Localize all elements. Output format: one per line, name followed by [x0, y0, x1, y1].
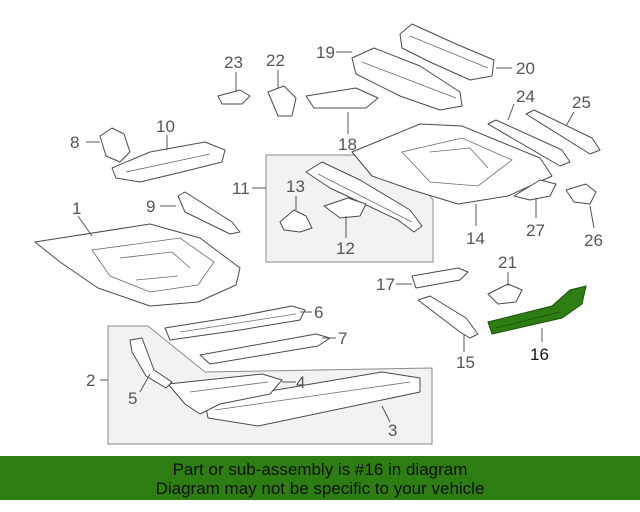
info-banner: Part or sub-assembly is #16 in diagram D…: [0, 456, 640, 500]
label-23: 23: [224, 53, 243, 72]
label-10: 10: [156, 117, 175, 136]
part-5-bracket[interactable]: [129, 337, 173, 389]
part-10-crossmember[interactable]: [111, 141, 226, 183]
part-17-brace[interactable]: [411, 267, 469, 289]
label-16: 16: [530, 345, 549, 364]
label-12: 12: [336, 239, 355, 258]
part-8-bracket[interactable]: [99, 127, 131, 163]
label-11: 11: [232, 179, 250, 198]
label-4: 4: [296, 373, 305, 392]
label-2: 2: [86, 371, 95, 390]
part-9-brace[interactable]: [177, 191, 241, 235]
label-3: 3: [388, 421, 397, 440]
part-12-bracket[interactable]: [323, 197, 367, 219]
label-8: 8: [70, 133, 79, 152]
label-17: 17: [376, 275, 395, 294]
label-27: 27: [526, 221, 545, 240]
banner-line-1: Part or sub-assembly is #16 in diagram: [172, 460, 468, 479]
part-23-clip[interactable]: [217, 89, 251, 105]
label-20: 20: [516, 59, 535, 78]
label-26: 26: [584, 231, 603, 250]
label-9: 9: [146, 197, 155, 216]
part-labels: 1 2 3 4 5 6 7 8 9 10 11 12 13 14 15 16 1…: [70, 43, 603, 440]
part-27-bracket[interactable]: [513, 179, 557, 201]
part-22-bracket[interactable]: [267, 85, 297, 117]
part-1-floor-pan[interactable]: [34, 223, 241, 307]
label-1: 1: [72, 199, 81, 218]
label-21: 21: [498, 253, 517, 272]
label-5: 5: [128, 389, 137, 408]
part-19-crossmember[interactable]: [351, 47, 463, 111]
part-6-sill[interactable]: [164, 305, 306, 341]
part-13-plate[interactable]: [279, 209, 313, 233]
part-16-rear-side-member[interactable]: [487, 285, 587, 335]
leader-lines: [77, 51, 595, 423]
banner-line-2: Diagram may not be specific to your vehi…: [155, 479, 485, 498]
part-21-cap[interactable]: [487, 283, 523, 305]
label-6: 6: [314, 303, 323, 322]
part-4-reinforcement[interactable]: [167, 373, 283, 415]
label-15: 15: [456, 353, 475, 372]
part-24-extension[interactable]: [487, 119, 571, 167]
label-22: 22: [266, 51, 285, 70]
label-14: 14: [466, 229, 485, 248]
part-26-bracket[interactable]: [565, 183, 597, 205]
label-7: 7: [338, 329, 347, 348]
part-11-side-member[interactable]: [305, 161, 423, 233]
part-7-member[interactable]: [199, 333, 331, 365]
part-15-member[interactable]: [417, 295, 479, 339]
part-20-rear-panel[interactable]: [399, 23, 495, 81]
label-18: 18: [338, 135, 357, 154]
label-25: 25: [572, 93, 591, 112]
diagram-canvas: 1 2 3 4 5 6 7 8 9 10 11 12 13 14 15 16 1…: [34, 23, 603, 445]
part-3-rocker-panel[interactable]: [204, 371, 421, 427]
part-18-panel[interactable]: [305, 87, 379, 109]
label-19: 19: [316, 43, 335, 62]
label-24: 24: [516, 87, 535, 106]
label-13: 13: [286, 177, 305, 196]
part-25-extension[interactable]: [525, 109, 601, 155]
